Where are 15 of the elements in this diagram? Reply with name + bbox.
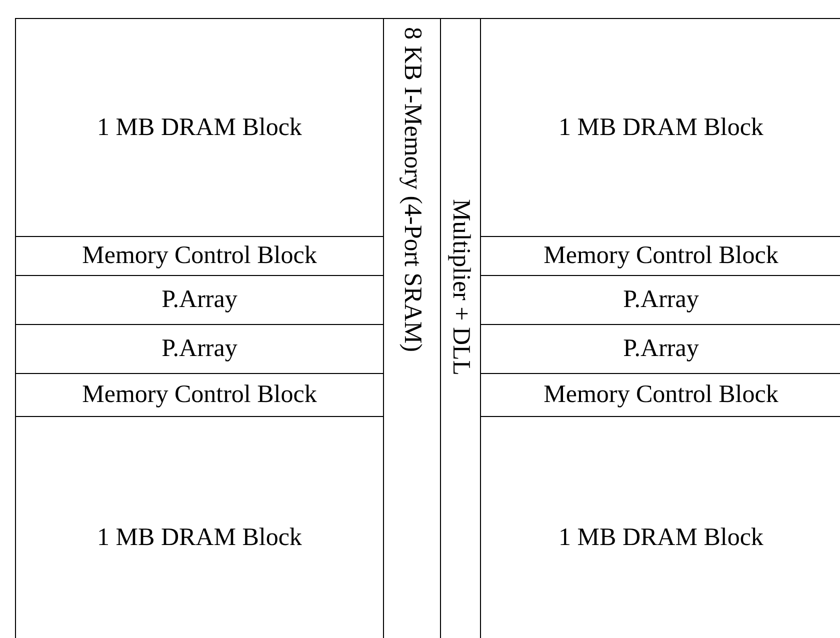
block-label: 1 MB DRAM Block — [558, 524, 764, 552]
block-label: Multiplier + DLL — [446, 199, 474, 376]
block-label: 1 MB DRAM Block — [97, 524, 302, 552]
block-label: Memory Control Block — [82, 381, 317, 409]
block-label: Memory Control Block — [544, 242, 778, 270]
block-label: 8 KB I-Memory (4-Port SRAM) — [398, 27, 426, 352]
block-label: P.Array — [162, 286, 238, 314]
block-label: P.Array — [623, 335, 699, 363]
block-label: 1 MB DRAM Block — [558, 114, 764, 142]
block-label: Memory Control Block — [544, 381, 778, 409]
block-label: P.Array — [162, 335, 238, 363]
block-label: P.Array — [623, 286, 699, 314]
dram-block — [15, 18, 384, 237]
block-label: 1 MB DRAM Block — [97, 114, 302, 142]
block-label: Memory Control Block — [82, 242, 317, 270]
